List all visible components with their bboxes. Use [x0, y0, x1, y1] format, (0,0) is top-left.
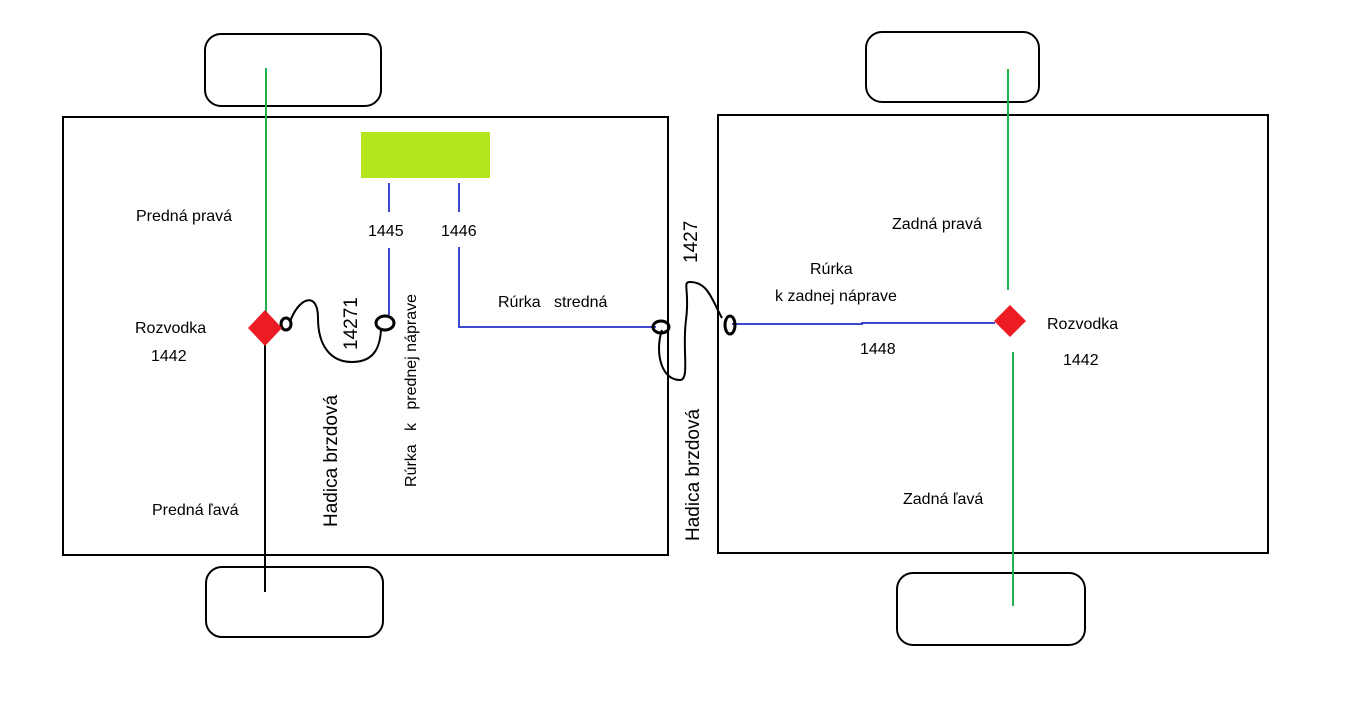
front-hose-label: Hadica brzdová	[321, 395, 342, 527]
rear-right-wheel	[865, 31, 1040, 103]
rear-frame	[717, 114, 1269, 554]
front-right-label: Predná pravá	[136, 208, 232, 225]
front-distributor-number: 1442	[151, 348, 187, 365]
rear-axle-pipe	[732, 322, 995, 325]
rear-left-label: Zadná ľavá	[903, 491, 983, 508]
front-distributor	[248, 310, 282, 346]
front-hose-number: 14271	[341, 297, 362, 350]
front-distributor-connector	[279, 316, 293, 332]
front-right-wheel	[204, 33, 382, 107]
rear-left-wheel	[896, 572, 1086, 646]
middle-pipe-label: Rúrka stredná	[498, 294, 607, 311]
rear-pipe-number: 1448	[860, 341, 896, 358]
front-left-wheel	[205, 566, 384, 638]
rear-distributor-label: Rozvodka	[1047, 316, 1118, 333]
front-hose-connector	[374, 314, 396, 332]
front-brake-hose	[289, 299, 382, 364]
rear-distributor-number: 1442	[1063, 352, 1099, 369]
rear-right-label: Zadná pravá	[892, 216, 982, 233]
front-frame	[62, 116, 669, 556]
rear-pipe-label-line2: k zadnej náprave	[775, 288, 897, 305]
rear-distributor	[994, 305, 1026, 337]
master-port-1446: 1446	[441, 223, 477, 240]
front-axle-pipe-label: Rúrka k prednej náprave	[403, 294, 420, 487]
rear-pipe-label-line1: Rúrka	[810, 261, 853, 278]
middle-hose-label: Hadica brzdová	[683, 409, 704, 541]
middle-brake-hose	[658, 280, 723, 382]
master-port-1445: 1445	[368, 223, 404, 240]
middle-hose-number: 1427	[681, 221, 702, 263]
front-distributor-label: Rozvodka	[135, 320, 206, 337]
front-left-label: Predná ľavá	[152, 502, 239, 519]
middle-hose-connector-right	[723, 314, 737, 336]
middle-hose-connector-left	[651, 319, 671, 335]
master-cylinder	[361, 132, 490, 178]
middle-pipe-lower	[458, 247, 656, 328]
